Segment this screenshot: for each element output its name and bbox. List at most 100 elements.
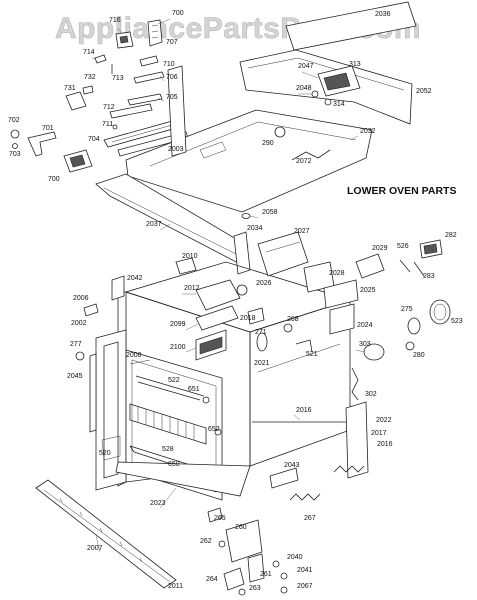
part-number-label: 2037: [146, 221, 162, 228]
part-number-label: 263: [249, 585, 261, 592]
bake-element-650: [129, 445, 201, 473]
part-2043: [269, 467, 299, 489]
part-number-label: 275: [401, 306, 413, 313]
part-290: [274, 126, 286, 138]
part-number-label: 523: [451, 318, 463, 325]
top-panel-group: [95, 1, 417, 275]
part-number-label: 277: [70, 341, 82, 348]
part-number-label: 2006: [73, 295, 89, 302]
part-number-label: 2010: [182, 253, 198, 260]
part-number-label: 2043: [284, 462, 300, 469]
spring-267: [289, 493, 321, 501]
trim-2022: [345, 401, 369, 479]
part-number-label: 2002: [71, 320, 87, 327]
duct-2027: [257, 231, 309, 277]
panel-2036: [285, 1, 417, 51]
part-number-label: 700: [48, 176, 60, 183]
part-number-label: 303: [359, 341, 371, 348]
part-number-label: 703: [9, 151, 21, 158]
part-number-label: 2067: [297, 583, 313, 590]
part-number-label: 2048: [296, 85, 312, 92]
part-number-label: 290: [262, 140, 274, 147]
part-number-label: 280: [413, 352, 425, 359]
part-2025: [323, 279, 359, 309]
part-732: [82, 85, 94, 95]
screw-703: [12, 143, 18, 149]
part-number-label: 313: [349, 61, 361, 68]
part-277: [75, 351, 85, 361]
part-number-label: 2003: [168, 146, 184, 153]
hinge-261: [247, 553, 265, 583]
part-number-label: 2016: [377, 441, 393, 448]
part-number-label: 2072: [296, 158, 312, 165]
spring-2016: [333, 465, 365, 473]
part-number-label: 526: [397, 243, 409, 250]
part-number-label: 2021: [254, 360, 270, 367]
part-number-label: 522: [168, 377, 180, 384]
part-number-label: 2023: [150, 500, 166, 507]
part-number-label: 261: [260, 571, 272, 578]
part-number-label: 732: [84, 74, 96, 81]
part-number-label: 707: [166, 39, 178, 46]
part-number-label: 2099: [170, 321, 186, 328]
part-number-label: 2011: [168, 583, 183, 590]
part-number-label: 282: [445, 232, 457, 239]
part-number-label: 2024: [357, 322, 373, 329]
part-2026: [236, 284, 248, 296]
part-number-label: 716: [109, 17, 121, 24]
part-number-label: 2022: [376, 417, 392, 424]
part-number-label: 2100: [170, 344, 186, 351]
part-2099: [195, 305, 239, 331]
part-number-label: 262: [200, 538, 212, 545]
part-number-label: 283: [423, 273, 435, 280]
part-number-label: 2012: [184, 285, 200, 292]
part-number-label: 701: [42, 125, 54, 132]
hinge-260: [225, 519, 263, 563]
oven-door: [125, 349, 223, 501]
rack-528: [129, 403, 207, 445]
part-number-label: 2045: [67, 373, 83, 380]
part-number-label: 2058: [262, 209, 278, 216]
part-number-label: 2036: [375, 11, 391, 18]
handle-731: [65, 91, 87, 111]
part-2006: [83, 303, 99, 317]
cap-2029: [355, 253, 385, 279]
leader-lines: [91, 18, 365, 553]
part-number-label: 2052: [416, 88, 432, 95]
latch-handle-701: [27, 131, 57, 157]
part-number-label: 260: [235, 524, 247, 531]
part-number-label: 702: [8, 117, 20, 124]
part-number-label: 2008: [126, 352, 142, 359]
part-number-label: 2017: [371, 430, 387, 437]
bracket-710: [139, 55, 159, 67]
lamp-271: [256, 332, 268, 352]
part-number-label: 2042: [127, 275, 143, 282]
part-number-label: 652: [208, 426, 220, 433]
screw-2058: [241, 213, 251, 219]
right-parts-group: [257, 231, 451, 501]
bracket-700: [147, 19, 163, 47]
part-number-label: 2047: [298, 63, 314, 70]
part-number-label: 2016: [296, 407, 312, 414]
knob-702: [10, 129, 20, 139]
part-number-label: 713: [112, 75, 124, 82]
bottom-2023: [115, 461, 251, 497]
part-number-label: 2007: [87, 545, 103, 552]
part-number-label: 271: [255, 329, 267, 336]
part-number-label: 711: [102, 121, 113, 128]
part-number-label: 2029: [372, 245, 388, 252]
part-number-label: 2034: [247, 225, 263, 232]
part-number-label: 650: [168, 461, 180, 468]
part-number-label: 528: [162, 446, 174, 453]
part-number-label: 2028: [329, 270, 345, 277]
part-number-label: 2041: [297, 567, 313, 574]
part-number-label: 700: [172, 10, 184, 17]
oven-cavity-group: [75, 257, 352, 501]
part-number-label: 264: [206, 576, 218, 583]
part-2024: [329, 303, 355, 335]
lens-523: [429, 299, 451, 325]
part-number-label: 2040: [287, 554, 303, 561]
part-number-label: 704: [88, 136, 100, 143]
